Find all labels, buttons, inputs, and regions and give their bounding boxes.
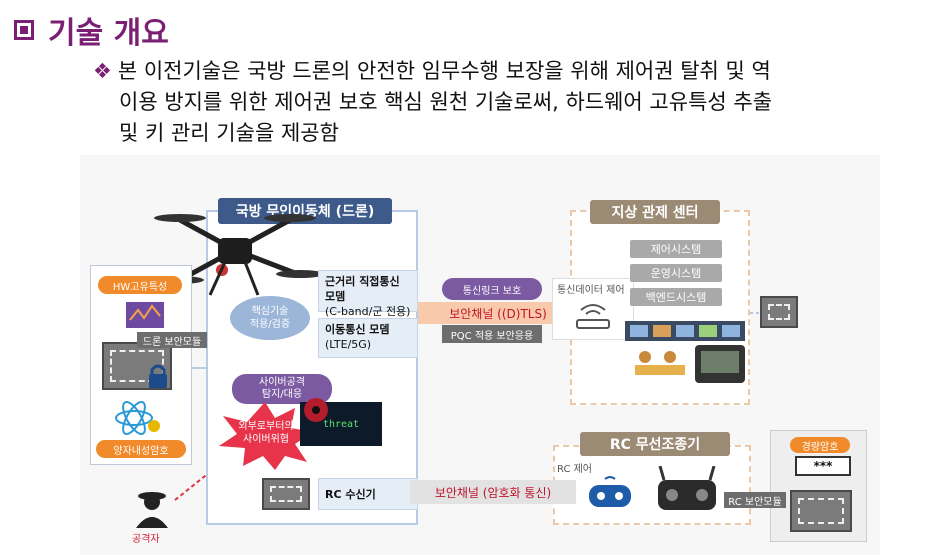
description-line-2: 이용 방지를 위한 제어권 보호 핵심 원천 기술로써, 하드웨어 고유특성 추… — [119, 90, 773, 114]
mobile-modem: 이동통신 모뎀 (LTE/5G) — [318, 318, 418, 358]
rc-control-label: RC 제어 — [557, 464, 593, 475]
rc-receiver-chip-icon — [262, 478, 310, 510]
threat-word: threat — [322, 418, 360, 430]
comm-data-control-box: 통신데이터 제어 — [552, 278, 634, 340]
rc-controller-image — [658, 466, 716, 510]
external-threat-line1: 외부로부터의 — [238, 421, 294, 432]
control-room-image — [625, 321, 745, 383]
external-threat-line2: 사이버위협 — [243, 434, 289, 445]
lock-icon — [149, 364, 167, 388]
description: ❖본 이전기술은 국방 드론의 안전한 임무수행 보장을 위해 제어권 탈취 및… — [93, 56, 923, 149]
section-title: 기술 개요 — [14, 8, 169, 52]
quantum-crypto-pill: 양자내성암호 — [96, 440, 186, 458]
core-tech-line1: 핵심기술 — [251, 306, 289, 317]
comm-data-control-label: 통신데이터 제어 — [557, 285, 625, 296]
rc-header: RC 무선조종기 — [580, 432, 730, 456]
square-bullet-icon — [14, 20, 34, 40]
hw-unique-pill: HW고유특성 — [98, 276, 182, 294]
attacker-icon — [136, 492, 168, 528]
cyber-attack-line2: 탐지/대응 — [261, 389, 303, 400]
mobile-modem-title: 이동통신 모뎀 — [325, 323, 390, 336]
systems-group: 제어시스템 운영시스템 백엔드시스템 — [618, 232, 746, 308]
link-protect-pill: 통신링크 보호 — [442, 278, 542, 300]
ground-security-chip-icon — [760, 296, 798, 328]
operation-system: 운영시스템 — [630, 264, 722, 282]
pqc-label: PQC 적용 보안응용 — [442, 325, 542, 343]
router-icon — [576, 304, 610, 329]
control-system: 제어시스템 — [630, 240, 722, 258]
rc-security-module-label: RC 보안모듈 — [724, 492, 786, 508]
short-range-modem: 근거리 직접통신 모뎀 (C-band/군 전용) — [318, 270, 418, 318]
password-field: *** — [795, 456, 851, 476]
secure-channel-dtls: 보안채널 ((D)TLS) — [418, 302, 578, 324]
rc-receiver: RC 수신기 — [318, 478, 418, 510]
description-line-1: 본 이전기술은 국방 드론의 안전한 임무수행 보장을 위해 제어권 탈취 및 … — [117, 59, 771, 83]
threat-burst-shape — [219, 402, 313, 470]
description-line-3: 및 키 관리 기술을 제공함 — [119, 121, 339, 145]
drone-security-module-label: 드론 보안모듈 — [137, 332, 207, 348]
secure-channel-rc: 보안채널 (암호화 통신) — [410, 480, 576, 504]
biohazard-icon — [304, 398, 328, 422]
atom-key-icon — [115, 401, 160, 435]
lightweight-crypto-pill: 경량암호 — [790, 437, 850, 453]
short-range-modem-sub: (C-band/군 전용) — [325, 305, 411, 318]
hw-chip-icon — [126, 302, 164, 328]
attacker-label: 공격자 — [132, 534, 160, 545]
ground-center-header: 지상 관제 센터 — [590, 200, 720, 224]
short-range-modem-title: 근거리 직접통신 모뎀 — [325, 275, 400, 303]
core-tech-line2: 적용/검증 — [249, 319, 291, 330]
section-title-text: 기술 개요 — [48, 16, 169, 51]
rc-box — [553, 445, 751, 525]
cyber-attack-line1: 사이버공격 — [259, 377, 305, 388]
diamond-bullet-icon: ❖ — [93, 59, 112, 83]
backend-system: 백엔드시스템 — [630, 288, 722, 306]
external-threat-text: 외부로부터의 사이버위협 — [232, 420, 300, 446]
rc-security-chip-icon — [790, 490, 852, 532]
mobile-modem-sub: (LTE/5G) — [325, 338, 372, 351]
gamepad-icon — [589, 476, 631, 507]
